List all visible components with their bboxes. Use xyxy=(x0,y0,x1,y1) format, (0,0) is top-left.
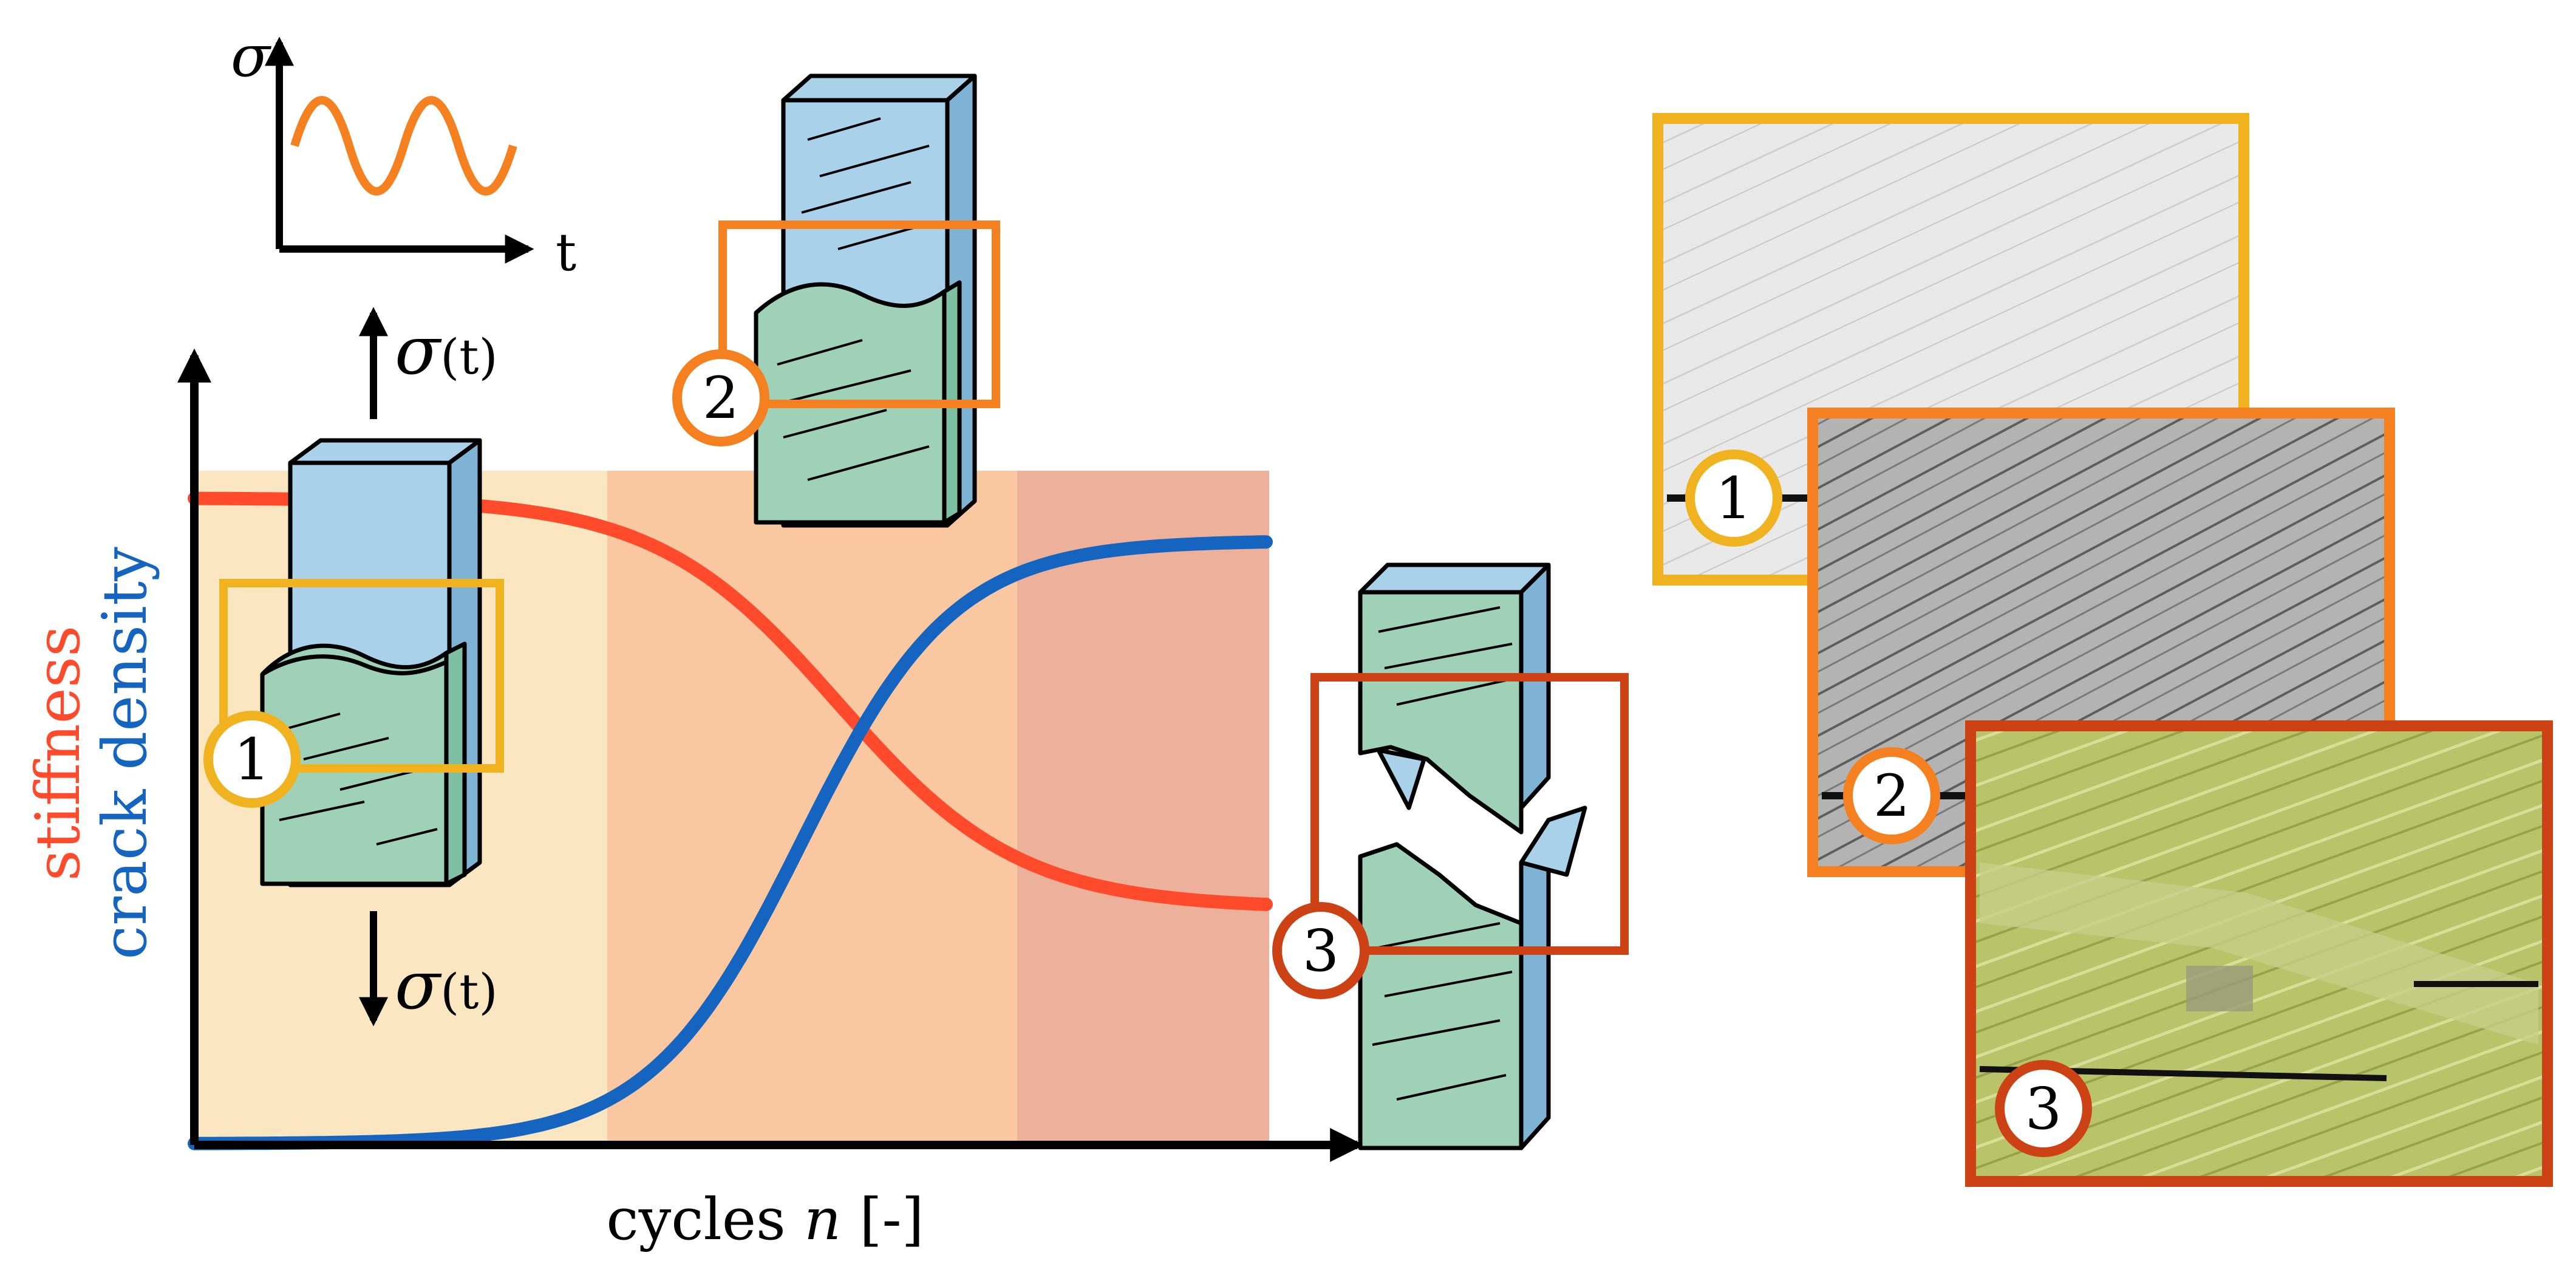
svg-text:2: 2 xyxy=(703,365,739,432)
stage-marker-3: 3 xyxy=(1272,902,1369,999)
stage-2-box xyxy=(718,220,1000,408)
y-label-stiffness: stiffness xyxy=(22,626,94,881)
stage-1-box xyxy=(219,579,504,773)
stage-marker-1: 1 xyxy=(203,711,301,808)
y-label-crack-density: crack density xyxy=(89,547,160,960)
sigma-label: σ xyxy=(231,23,271,90)
load-inset: σ t xyxy=(231,23,576,283)
sigma-t-bottom: σ(t) xyxy=(395,946,498,1024)
zone-3 xyxy=(1017,471,1269,1145)
sigma-t-top: σ(t) xyxy=(395,312,498,389)
x-label: cycles n [-] xyxy=(606,1186,924,1253)
svg-text:3: 3 xyxy=(1303,918,1339,985)
svg-text:2: 2 xyxy=(1873,763,1910,830)
specimen-3 xyxy=(1358,562,1587,1150)
stage-3-box xyxy=(1310,673,1629,955)
stage-marker-2: 2 xyxy=(672,349,769,446)
svg-text:3: 3 xyxy=(2025,1076,2062,1143)
specimen-2 xyxy=(754,73,977,528)
specimen-1 xyxy=(260,438,482,887)
svg-text:1: 1 xyxy=(1716,465,1752,532)
photo-panel-3: 3 xyxy=(1965,720,2553,1187)
svg-text:1: 1 xyxy=(234,726,270,793)
sine-wave xyxy=(290,96,517,196)
time-label: t xyxy=(556,223,576,283)
